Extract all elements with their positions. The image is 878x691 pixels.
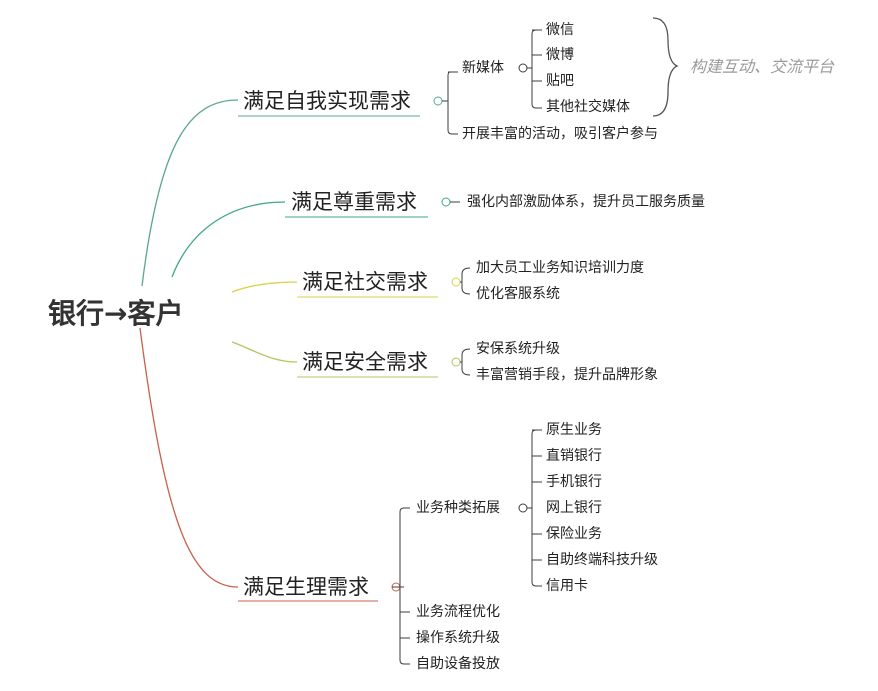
branch-social[interactable]: 满足社交需求 — [302, 270, 428, 294]
node-system-upgrade[interactable]: 操作系统升级 — [416, 630, 500, 646]
node-customer-service[interactable]: 优化客服系统 — [476, 286, 560, 302]
root-node[interactable]: 银行→客户 — [48, 297, 184, 330]
node-other-social-media[interactable]: 其他社交媒体 — [546, 99, 630, 115]
connector-root-branch-2 — [171, 201, 286, 278]
connector-root-branch-4 — [231, 341, 298, 363]
node-incentive-system[interactable]: 强化内部激励体系，提升员工服务质量 — [467, 194, 705, 210]
branch-self-actualization[interactable]: 满足自我实现需求 — [243, 89, 411, 113]
node-business-expansion[interactable]: 业务种类拓展 — [416, 500, 500, 516]
node-insurance[interactable]: 保险业务 — [546, 526, 602, 542]
bracket-business-expansion — [527, 429, 542, 587]
node-mobile-bank[interactable]: 手机银行 — [546, 474, 602, 490]
collapse-handle-branch-1[interactable] — [433, 96, 443, 106]
node-marketing-brand[interactable]: 丰富营销手段，提升品牌形象 — [476, 367, 658, 383]
collapse-handle-business-expansion[interactable] — [518, 503, 528, 513]
branch-safety[interactable]: 满足安全需求 — [302, 350, 428, 374]
bracket-branch-3 — [460, 267, 471, 295]
bracket-branch-1 — [442, 71, 458, 135]
node-staff-training[interactable]: 加大员工业务知识培训力度 — [476, 260, 644, 276]
node-new-media[interactable]: 新媒体 — [462, 60, 504, 76]
branch-physiological[interactable]: 满足生理需求 — [243, 575, 369, 599]
node-security-upgrade[interactable]: 安保系统升级 — [476, 341, 560, 357]
node-online-bank[interactable]: 网上银行 — [546, 500, 602, 516]
note-build-interaction-platform: 构建互动、交流平台 — [690, 57, 835, 76]
connector-root-branch-5 — [139, 327, 239, 588]
bracket-branch-5 — [392, 507, 410, 665]
collapse-handle-branch-4[interactable] — [451, 357, 461, 367]
connector-root-branch-1 — [141, 99, 239, 287]
collapse-handle-new-media[interactable] — [518, 63, 528, 73]
node-native-business[interactable]: 原生业务 — [546, 422, 602, 438]
node-direct-bank[interactable]: 直销银行 — [546, 448, 602, 464]
collapse-handle-branch-2[interactable] — [441, 197, 451, 207]
node-weibo[interactable]: 微博 — [546, 47, 574, 63]
bracket-branch-4 — [460, 348, 471, 376]
connector-root-branch-3 — [231, 281, 298, 293]
node-tieba[interactable]: 贴吧 — [546, 73, 574, 89]
node-wechat[interactable]: 微信 — [546, 22, 574, 38]
brace-new-media — [652, 17, 679, 117]
bracket-new-media — [527, 29, 542, 109]
node-credit-card[interactable]: 信用卡 — [546, 578, 588, 594]
node-process-optimization[interactable]: 业务流程优化 — [416, 604, 500, 620]
collapse-handle-branch-3[interactable] — [451, 277, 461, 287]
node-activities[interactable]: 开展丰富的活动，吸引客户参与 — [462, 126, 658, 142]
node-self-service-devices[interactable]: 自助设备投放 — [416, 656, 500, 672]
node-self-service-terminal[interactable]: 自助终端科技升级 — [546, 552, 658, 568]
branch-esteem[interactable]: 满足尊重需求 — [291, 190, 417, 214]
